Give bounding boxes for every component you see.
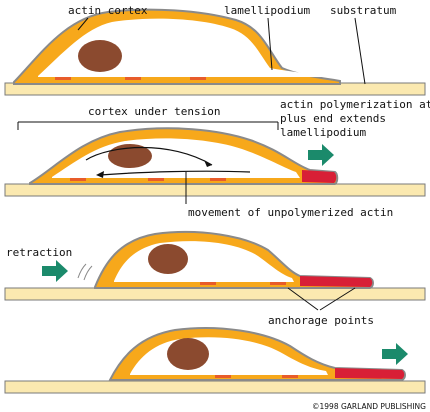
substratum-label: substratum — [330, 4, 397, 17]
actin-flow-arrow — [99, 170, 251, 176]
cortex-tension-label: cortex under tension — [88, 105, 220, 118]
nucleus — [167, 338, 209, 370]
copyright-notice: ©1998 GARLAND PUBLISHING — [312, 402, 426, 411]
polymerizing-actin — [335, 368, 405, 379]
lamellipodium-leader — [267, 17, 273, 71]
substratum-leader — [354, 17, 366, 85]
actin-cortex-label: actin cortex — [68, 4, 148, 17]
actin-polymerization-label-1: actin polymerization at — [280, 98, 430, 111]
anchorage-leader-right — [319, 287, 356, 311]
substratum-bar — [4, 287, 426, 301]
cortex-flow-arrow — [85, 146, 213, 166]
nucleus — [148, 244, 188, 274]
polymerizing-actin — [302, 170, 337, 183]
cortex-flow-arrowhead — [204, 160, 212, 167]
panel-4: ©1998 GARLAND PUBLISHING — [4, 327, 426, 411]
polymerizing-actin — [300, 276, 373, 287]
attachment-points — [55, 77, 206, 80]
motion-lines — [77, 263, 93, 281]
retraction-arrow — [42, 260, 68, 282]
anchorage-label: anchorage points — [268, 314, 374, 327]
attachment-points — [200, 282, 286, 285]
nucleus — [78, 40, 122, 72]
direction-arrow — [382, 343, 408, 365]
nucleus — [108, 144, 152, 168]
substratum-bar — [4, 380, 426, 394]
panel-2: cortex under tension actin polymerizatio… — [4, 98, 430, 219]
direction-arrow — [308, 144, 334, 166]
panel-3: retraction anchorage points — [4, 231, 426, 327]
anchorage-leader-left — [287, 287, 319, 311]
lamellipodium-label: lamellipodium — [224, 4, 310, 17]
attachment-points — [70, 178, 226, 181]
actin-polymerization-label-2: plus end extends — [280, 112, 386, 125]
attachment-points — [215, 375, 298, 378]
actin-cortex-leader — [77, 17, 89, 31]
actin-flow-arrowhead — [96, 171, 104, 178]
retraction-label: retraction — [6, 246, 72, 259]
movement-label: movement of unpolymerized actin — [188, 206, 393, 219]
actin-polymerization-label-3: lamellipodium — [280, 126, 366, 139]
substratum-bar — [4, 183, 426, 197]
panel-1: actin cortex lamellipodium substratum — [4, 4, 426, 96]
